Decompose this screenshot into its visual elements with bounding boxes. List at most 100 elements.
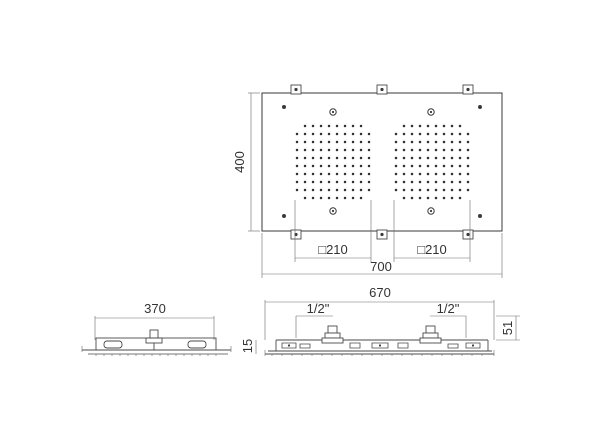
nozzle	[458, 188, 462, 192]
nozzle	[327, 132, 331, 136]
nozzle	[426, 124, 430, 128]
nozzle	[426, 156, 430, 160]
nozzle	[319, 180, 323, 184]
nozzle	[434, 124, 438, 128]
nozzle	[410, 164, 414, 168]
nozzle	[351, 148, 355, 152]
nozzle	[319, 172, 323, 176]
nozzle	[311, 196, 315, 200]
nozzle	[351, 172, 355, 176]
nozzle	[367, 132, 371, 136]
nozzle	[442, 172, 446, 176]
nozzle	[410, 124, 414, 128]
nozzle	[303, 164, 307, 168]
panel-screw-centers	[331, 110, 433, 213]
nozzle	[418, 188, 422, 192]
nozzle	[319, 132, 323, 136]
nozzle	[402, 124, 406, 128]
nozzle	[335, 132, 339, 136]
corner-screws	[282, 105, 482, 218]
nozzle	[434, 188, 438, 192]
nozzle	[295, 148, 299, 152]
nozzle	[418, 164, 422, 168]
nozzle	[319, 140, 323, 144]
nozzle	[442, 196, 446, 200]
nozzle	[402, 180, 406, 184]
nozzle	[458, 180, 462, 184]
nozzle	[351, 156, 355, 160]
nozzle	[327, 172, 331, 176]
dim-width-label: 700	[370, 259, 392, 274]
nozzle	[426, 164, 430, 168]
nozzle	[335, 164, 339, 168]
nozzle-grid-right	[394, 124, 470, 200]
nozzle	[394, 164, 398, 168]
nozzle	[335, 124, 339, 128]
nozzle	[311, 140, 315, 144]
nozzle	[319, 156, 323, 160]
nozzle	[319, 188, 323, 192]
nozzle	[343, 132, 347, 136]
nozzle	[327, 140, 331, 144]
nozzle	[450, 164, 454, 168]
nozzle	[303, 148, 307, 152]
nozzle	[426, 180, 430, 184]
nozzle	[327, 180, 331, 184]
nozzle	[418, 172, 422, 176]
nozzle	[442, 140, 446, 144]
nozzle	[394, 180, 398, 184]
nozzle	[311, 164, 315, 168]
nozzle	[450, 140, 454, 144]
nozzle	[450, 156, 454, 160]
nozzle	[367, 140, 371, 144]
nozzle	[418, 196, 422, 200]
dim-inlet-right-label: 1/2"	[437, 301, 460, 316]
nozzle	[311, 172, 315, 176]
nozzle	[303, 140, 307, 144]
nozzle	[343, 172, 347, 176]
top-view: 400 □210 □210 700	[232, 84, 503, 278]
nozzle	[466, 164, 470, 168]
nozzle	[410, 132, 414, 136]
nozzle	[402, 140, 406, 144]
nozzle	[450, 196, 454, 200]
nozzle	[359, 148, 363, 152]
nozzle	[367, 172, 371, 176]
dim-panel-right: □210	[393, 200, 471, 262]
nozzle	[434, 172, 438, 176]
nozzle	[426, 132, 430, 136]
nozzle	[311, 124, 315, 128]
nozzle	[410, 172, 414, 176]
nozzle	[418, 140, 422, 144]
nozzle	[343, 156, 347, 160]
dim-inlet-left-label: 1/2"	[307, 301, 330, 316]
nozzle	[442, 132, 446, 136]
nozzle	[410, 180, 414, 184]
nozzle	[394, 140, 398, 144]
nozzle-grid-left	[295, 124, 371, 200]
nozzle	[367, 164, 371, 168]
nozzle	[311, 148, 315, 152]
nozzle	[450, 180, 454, 184]
dim-small-width-label: 370	[144, 301, 166, 316]
dim-height-400: 400	[232, 92, 260, 232]
nozzle	[351, 180, 355, 184]
nozzle	[394, 148, 398, 152]
nozzle	[335, 156, 339, 160]
nozzle	[335, 140, 339, 144]
nozzle	[466, 132, 470, 136]
nozzle	[418, 156, 422, 160]
nozzle	[343, 140, 347, 144]
dim-large-height-label: 51	[500, 321, 515, 335]
nozzle	[327, 188, 331, 192]
nozzle	[466, 188, 470, 192]
nozzle	[327, 124, 331, 128]
nozzle	[458, 172, 462, 176]
nozzle	[458, 132, 462, 136]
nozzle	[359, 124, 363, 128]
nozzle	[402, 188, 406, 192]
left-panel-outline	[295, 122, 371, 198]
side-view-large: 670 1/2" 1/2"	[240, 285, 520, 356]
nozzle	[335, 180, 339, 184]
nozzle	[426, 172, 430, 176]
